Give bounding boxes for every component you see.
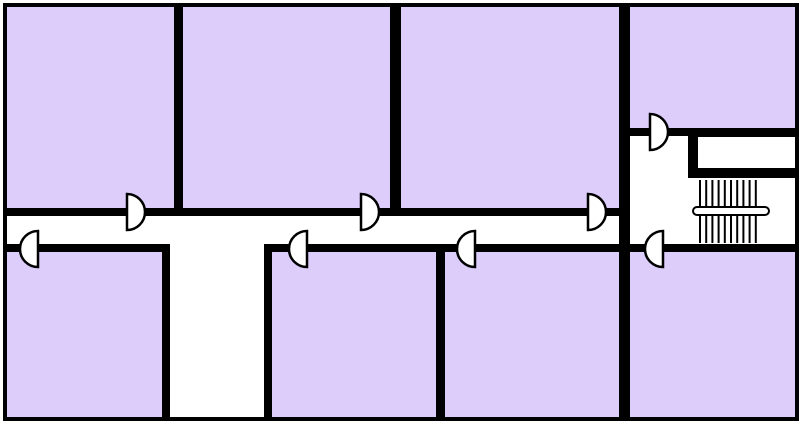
stair-handrail: [692, 206, 770, 216]
main-corridor: [7, 216, 619, 244]
door-icon: [18, 229, 40, 269]
room-bottom-3: [445, 252, 619, 417]
stair-hall: [630, 136, 688, 244]
room-top-3: [401, 7, 619, 208]
door-icon: [359, 192, 381, 232]
door-icon: [455, 229, 477, 269]
door-icon: [586, 192, 608, 232]
doors: [18, 112, 670, 269]
room-top-4: [630, 7, 795, 128]
door-icon: [287, 229, 309, 269]
staircase: [692, 180, 770, 243]
room-top-2: [183, 7, 390, 208]
door-icon: [643, 229, 665, 269]
room-bottom-1: [7, 252, 162, 417]
room-bottom-4: [630, 252, 795, 417]
door-icon: [125, 192, 147, 232]
south-corridor: [170, 244, 264, 417]
closet: [698, 137, 795, 168]
room-bottom-2: [272, 252, 436, 417]
room-top-1: [7, 7, 174, 208]
door-icon: [648, 112, 670, 152]
